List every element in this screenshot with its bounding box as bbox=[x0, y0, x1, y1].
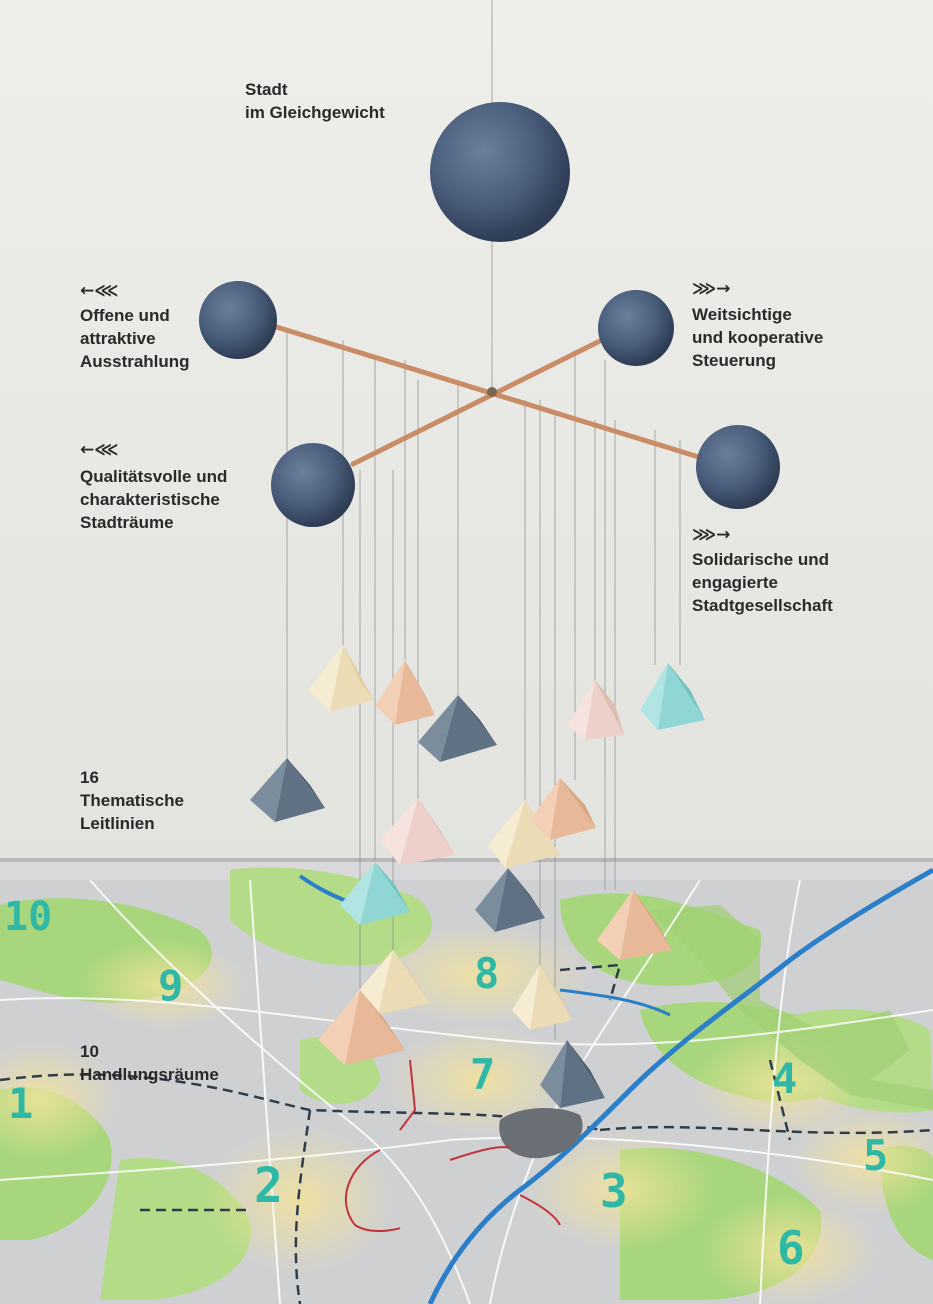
label-top-left-line-1: Offene und bbox=[80, 306, 170, 325]
label-action-areas-count: 10 bbox=[80, 1042, 99, 1061]
map-number-4: 4 bbox=[772, 1054, 798, 1103]
label-top-left: Offene und attraktive Ausstrahlung bbox=[80, 304, 190, 373]
label-bottom-left-line-2: charakteristische bbox=[80, 490, 220, 509]
map-number-5: 5 bbox=[863, 1131, 889, 1180]
label-bottom-left-line-3: Stadträume bbox=[80, 513, 174, 532]
map-number-3: 3 bbox=[600, 1164, 628, 1218]
label-top-right-line-2: und kooperative bbox=[692, 328, 824, 347]
right-arrow-icon: ⋙→ bbox=[692, 525, 731, 545]
label-action-areas: 10 Handlungsräume bbox=[80, 1040, 219, 1086]
label-bottom-right: Solidarische und engagierte Stadtgesells… bbox=[692, 548, 833, 617]
sphere-top-left bbox=[199, 281, 277, 359]
label-main-goal: Stadt im Gleichgewicht bbox=[245, 78, 385, 124]
map-number-6: 6 bbox=[777, 1221, 805, 1275]
sphere-bottom-right bbox=[696, 425, 780, 509]
label-guidelines: 16 Thematische Leitlinien bbox=[80, 766, 184, 835]
label-top-right-line-1: Weitsichtige bbox=[692, 305, 792, 324]
map-number-8: 8 bbox=[474, 949, 500, 998]
sphere-bottom-left bbox=[271, 443, 355, 527]
label-bottom-left-line-1: Qualitätsvolle und bbox=[80, 467, 228, 486]
label-top-right: Weitsichtige und kooperative Steuerung bbox=[692, 303, 823, 372]
map-number-9: 9 bbox=[158, 961, 184, 1010]
mobile-strings bbox=[286, 0, 681, 1040]
mobile-rods bbox=[267, 322, 705, 467]
city-map bbox=[0, 858, 933, 1304]
label-top-left-line-3: Ausstrahlung bbox=[80, 352, 190, 371]
label-bottom-left: Qualitätsvolle und charakteristische Sta… bbox=[80, 465, 227, 534]
label-bottom-right-line-1: Solidarische und bbox=[692, 550, 829, 569]
label-bottom-right-line-3: Stadtgesellschaft bbox=[692, 596, 833, 615]
label-main-line-2: im Gleichgewicht bbox=[245, 103, 385, 122]
label-main-line-1: Stadt bbox=[245, 80, 288, 99]
label-top-left-line-2: attraktive bbox=[80, 329, 156, 348]
map-number-10: 10 bbox=[4, 894, 53, 940]
label-guidelines-line-2: Thematische bbox=[80, 791, 184, 810]
left-arrow-icon: ←⋘ bbox=[80, 440, 119, 460]
spheres bbox=[199, 102, 780, 527]
map-number-7: 7 bbox=[470, 1050, 496, 1099]
label-guidelines-count: 16 bbox=[80, 768, 99, 787]
label-top-right-line-3: Steuerung bbox=[692, 351, 777, 370]
map-number-2: 2 bbox=[254, 1158, 283, 1214]
pyramids bbox=[250, 645, 705, 1108]
sphere-top-right bbox=[598, 290, 674, 366]
label-guidelines-line-3: Leitlinien bbox=[80, 814, 155, 833]
sphere-main bbox=[430, 102, 570, 242]
map-number-1: 1 bbox=[8, 1079, 34, 1128]
left-arrow-icon: ←⋘ bbox=[80, 281, 119, 301]
label-bottom-right-line-2: engagierte bbox=[692, 573, 778, 592]
label-action-areas-line-2: Handlungsräume bbox=[80, 1065, 219, 1084]
right-arrow-icon: ⋙→ bbox=[692, 279, 731, 299]
